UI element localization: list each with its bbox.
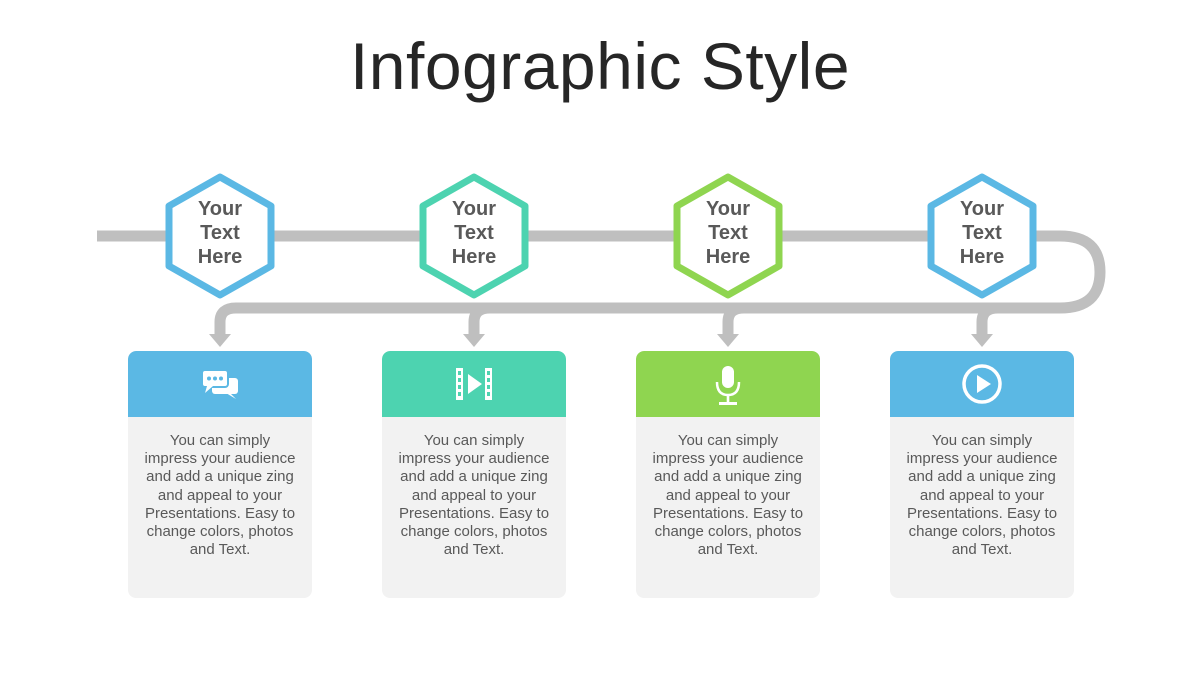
arrow-head: [209, 334, 231, 347]
card-description: You can simply impress your audience and…: [398, 432, 550, 559]
info-card-2: You can simply impress your audience and…: [382, 351, 566, 598]
hexagon-label: Your Text Here: [959, 198, 1005, 268]
info-card-4: You can simply impress your audience and…: [890, 351, 1074, 598]
hexagon-label: Your Text Here: [451, 198, 497, 268]
arrow-head: [463, 334, 485, 347]
card-header: [128, 351, 312, 417]
hexagon-step-2: Your Text Here: [418, 173, 530, 299]
chat-bubbles-icon: [201, 369, 238, 399]
info-card-1: You can simply impress your audience and…: [128, 351, 312, 598]
film-play-icon: [456, 368, 492, 400]
hexagon-step-3: Your Text Here: [672, 173, 784, 299]
hexagon-step-1: Your Text Here: [164, 173, 276, 299]
branch-path: [468, 302, 491, 336]
hexagon-label: Your Text Here: [197, 198, 243, 268]
hexagon-label: Your Text Here: [705, 198, 751, 268]
arrow-head: [717, 334, 739, 347]
microphone-icon: [715, 366, 741, 405]
play-circle-icon: [962, 364, 1002, 404]
card-description: You can simply impress your audience and…: [144, 432, 296, 559]
branch-path: [976, 302, 999, 336]
hexagon-step-4: Your Text Here: [926, 173, 1038, 299]
card-header: [890, 351, 1074, 417]
page-title: Infographic Style: [349, 29, 851, 103]
arrow-head: [971, 334, 993, 347]
main-path: [97, 230, 1106, 336]
info-card-3: You can simply impress your audience and…: [636, 351, 820, 598]
card-description: You can simply impress your audience and…: [652, 432, 804, 559]
branch-path: [722, 302, 745, 336]
card-header: [382, 351, 566, 417]
card-header: [636, 351, 820, 417]
card-description: You can simply impress your audience and…: [906, 432, 1058, 559]
